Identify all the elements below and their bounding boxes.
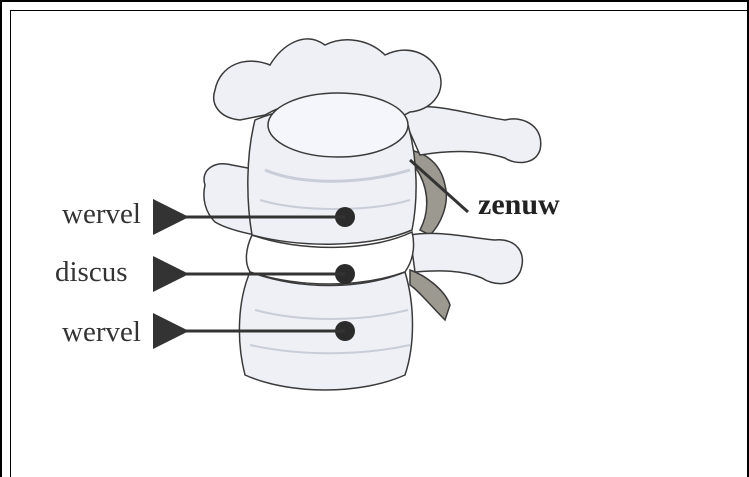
nerve-root-lower — [410, 270, 450, 320]
lower-transverse-process — [410, 233, 522, 283]
zenuw-label: zenuw — [478, 190, 560, 220]
upper-endplate — [268, 93, 408, 157]
discus-label: discus — [55, 258, 128, 287]
wervel-top-label: wervel — [62, 200, 141, 229]
wervel-bottom-label: wervel — [62, 318, 141, 347]
upper-transverse-process — [400, 107, 541, 163]
